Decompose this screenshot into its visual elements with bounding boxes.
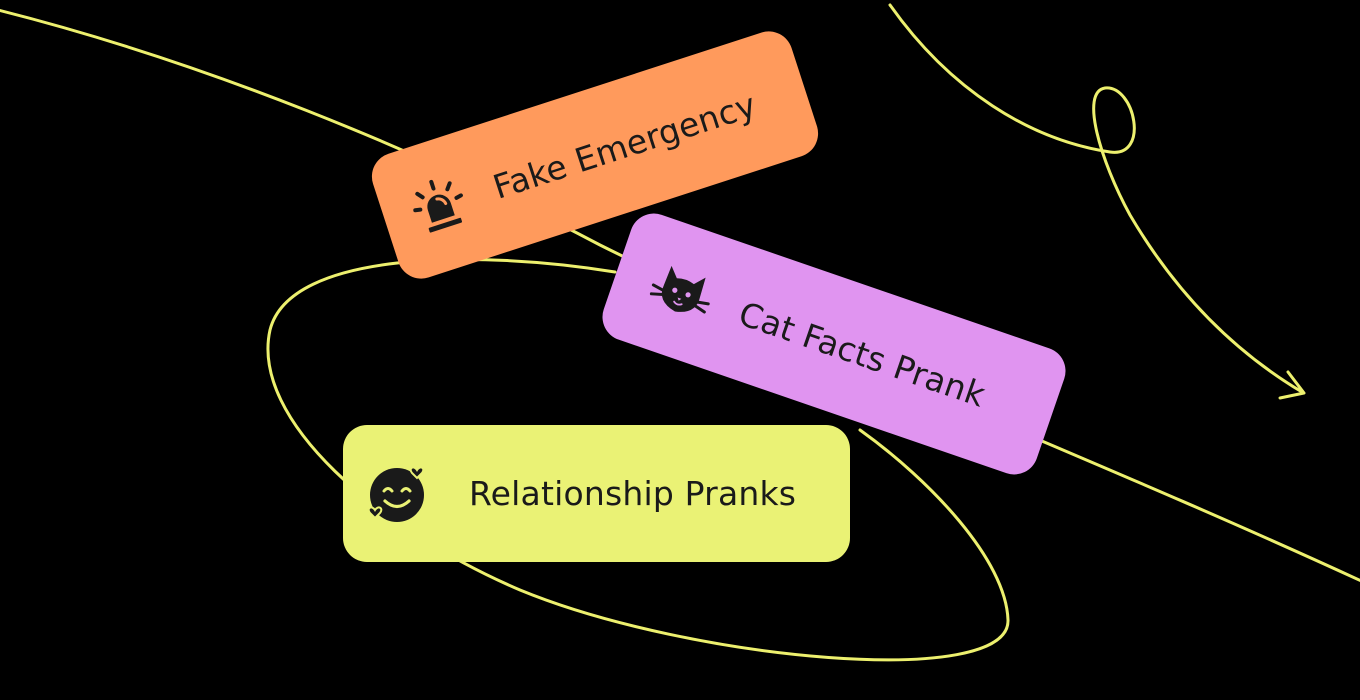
fake-emergency-card[interactable]: Fake Emergency [365, 25, 825, 285]
arrow-head [1278, 370, 1306, 400]
cat-icon [641, 251, 722, 332]
loop-line [266, 257, 1010, 662]
curly-arrow-line [888, 3, 1304, 394]
relationship-pranks-label: Relationship Pranks [469, 474, 797, 513]
siren-icon [399, 165, 480, 246]
smiling-face-with-hearts-icon [365, 462, 429, 526]
sweeping-line [0, 8, 1360, 583]
relationship-pranks-card[interactable]: Relationship Pranks [343, 425, 850, 562]
cat-facts-prank-card[interactable]: Cat Facts Prank [595, 207, 1073, 481]
